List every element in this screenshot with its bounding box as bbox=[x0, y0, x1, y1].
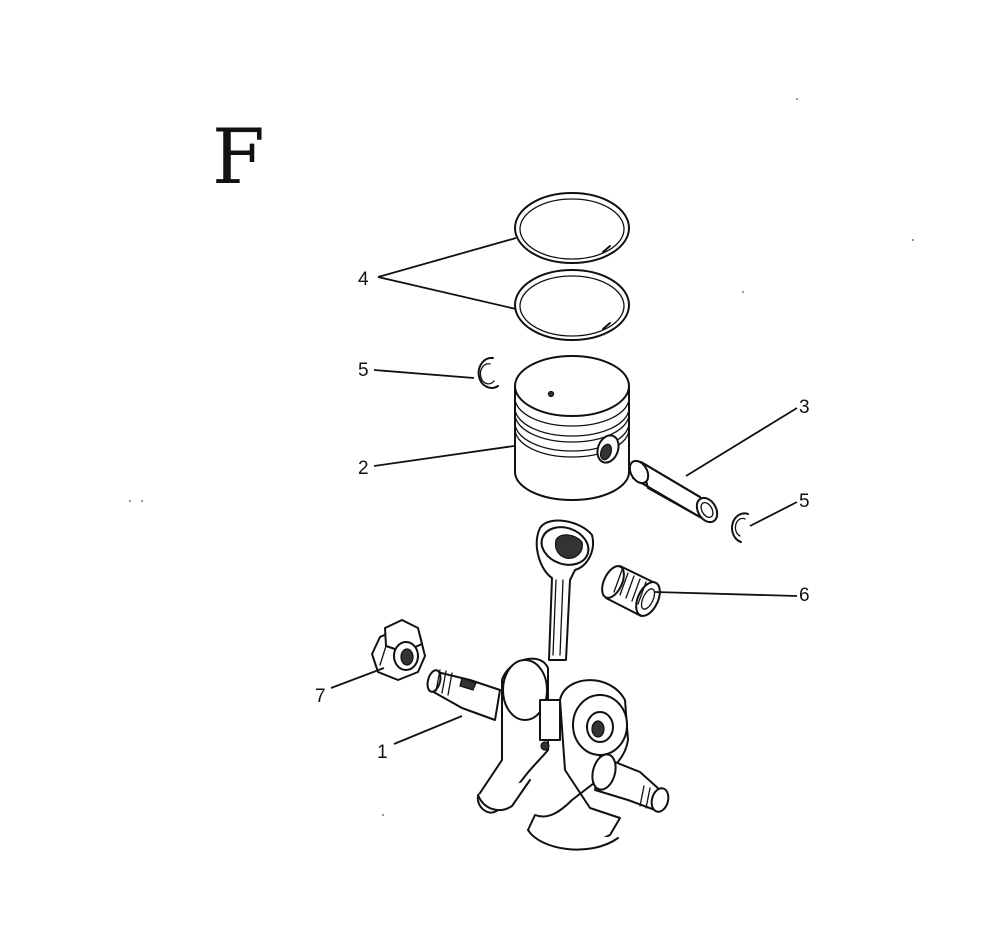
leader-5-right bbox=[749, 501, 798, 527]
section-letter: F bbox=[212, 112, 265, 201]
piston-rings bbox=[514, 192, 630, 341]
scan-speck bbox=[742, 291, 744, 293]
flange-nut bbox=[371, 619, 426, 681]
circlip-right bbox=[731, 512, 749, 543]
leader-7 bbox=[330, 667, 385, 689]
callout-7: 7 bbox=[315, 686, 326, 707]
callout-2: 2 bbox=[358, 458, 369, 479]
leader-5-left bbox=[373, 369, 475, 379]
callout-4: 4 bbox=[358, 269, 369, 290]
leader-2 bbox=[373, 445, 515, 467]
crankshaft bbox=[426, 519, 670, 851]
piston-ring-upper bbox=[514, 192, 630, 264]
piston-pin bbox=[628, 459, 719, 524]
leader-lines bbox=[330, 237, 798, 745]
leader-4-lower bbox=[377, 276, 517, 310]
callout-1: 1 bbox=[377, 742, 388, 763]
callout-3: 3 bbox=[799, 397, 810, 418]
callout-6: 6 bbox=[799, 585, 810, 606]
piston bbox=[514, 355, 630, 501]
piston-ring-lower bbox=[514, 269, 630, 341]
leader-4-upper bbox=[377, 237, 517, 278]
callout-5-right: 5 bbox=[799, 491, 810, 512]
circlip-left bbox=[477, 356, 499, 389]
scan-speck bbox=[912, 239, 914, 241]
scan-speck bbox=[129, 500, 131, 502]
scan-speck bbox=[796, 98, 798, 100]
needle-bearing bbox=[601, 565, 661, 617]
leader-3 bbox=[685, 407, 798, 477]
callout-5-left: 5 bbox=[358, 360, 369, 381]
scan-speck bbox=[382, 814, 384, 816]
leader-1 bbox=[393, 715, 463, 745]
scan-speck bbox=[141, 500, 143, 502]
leader-6 bbox=[654, 591, 798, 597]
